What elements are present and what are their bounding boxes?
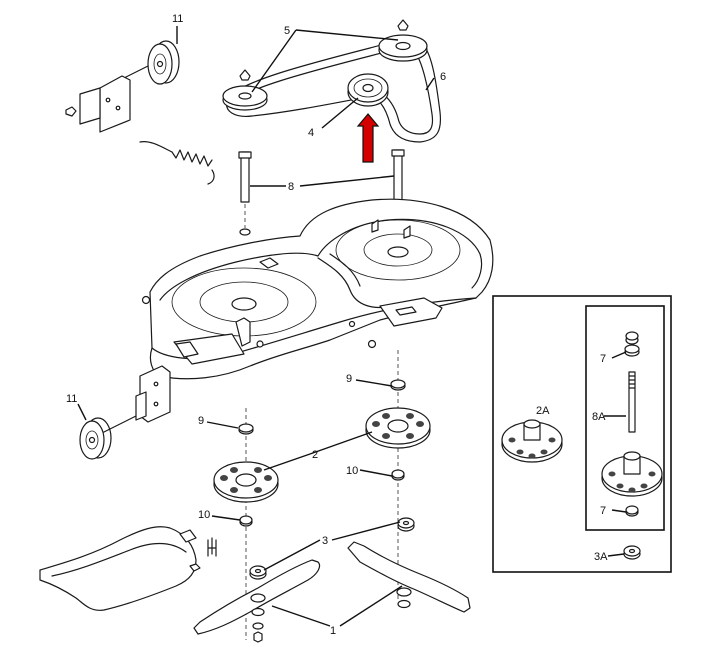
red-up-arrow-icon [356,113,380,163]
pulley-right [378,19,428,62]
inset-shaft-assembly [601,331,663,517]
discharge-chute [39,526,217,611]
label-shafts-8: 8 [288,181,294,193]
mower-deck [141,198,494,380]
part-labels: 5 6 4 8 11 11 9 9 2 10 10 3 1 2A 7 8A 7 … [66,13,608,637]
inset-inner-frame [585,305,665,531]
label-washer-10-left: 10 [198,509,210,521]
label-belt-6: 6 [440,71,446,83]
label-inset-7-top: 7 [600,353,606,365]
belt-assembly [222,19,442,143]
label-idler-4: 4 [308,127,314,139]
inset-outer-frame [492,295,672,573]
drive-belt [226,40,442,143]
label-washer-10-right: 10 [346,465,358,477]
label-adapters-3: 3 [322,535,328,547]
label-pulleys-5: 5 [284,25,290,37]
pulley-left [222,85,268,111]
idler-pulley [347,73,389,107]
label-inset-3a: 3A [594,551,608,563]
blade-left [193,559,321,643]
inset-housing-2a [501,419,563,463]
label-housing-2: 2 [312,449,318,461]
label-blades-1: 1 [330,625,336,637]
spindle-stack-right [365,350,431,600]
label-washer-9-right: 9 [346,373,352,385]
label-wheel-left-11: 11 [66,393,77,405]
label-inset-7-bottom: 7 [600,505,606,517]
spindle-shaft-left [238,151,252,236]
label-inset-8a: 8A [592,411,606,423]
spindle-stack-left [213,408,279,640]
label-wheel-top-11: 11 [172,13,183,25]
gauge-wheel-left [79,365,171,460]
inset-adapter-3a [623,545,641,560]
blade-right [347,541,471,613]
leader-lines [77,26,627,627]
gauge-wheel-top [65,40,180,133]
label-inset-2a: 2A [536,405,550,417]
label-washer-9-left: 9 [198,415,204,427]
tension-spring [139,141,215,185]
